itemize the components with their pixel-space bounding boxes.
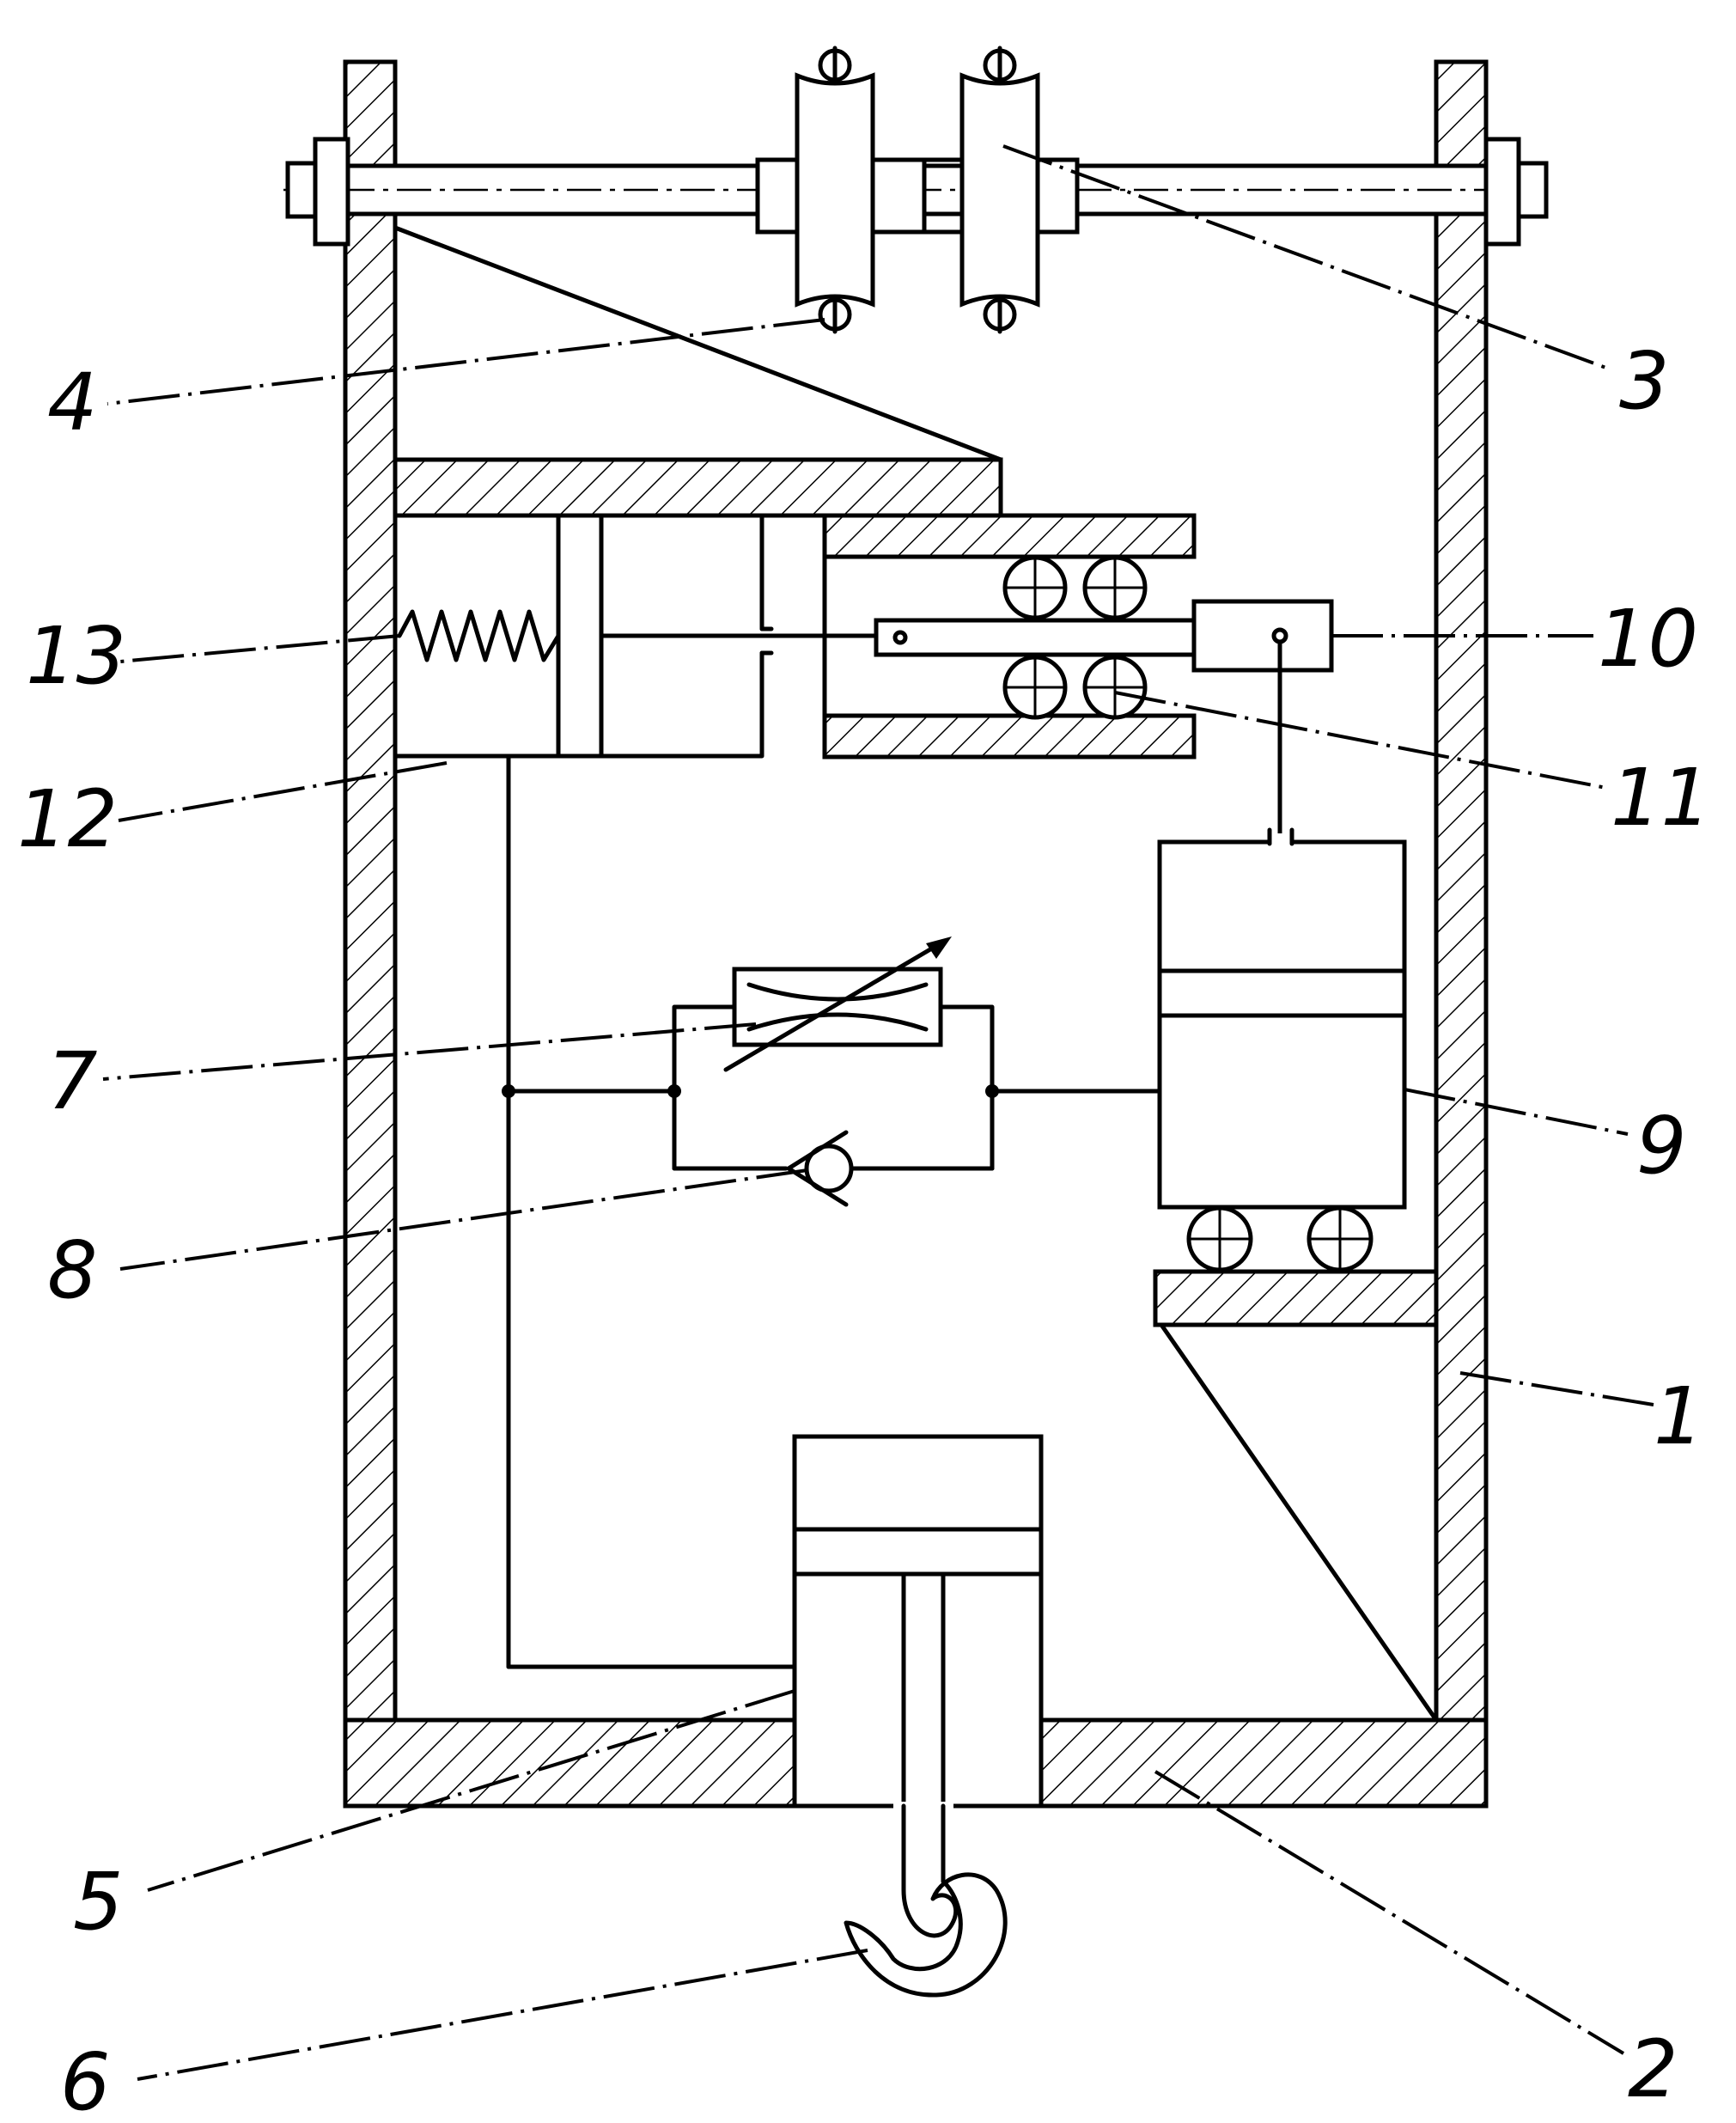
hub-left xyxy=(758,160,797,232)
label-10: 10 xyxy=(1598,593,1698,685)
upper-brace xyxy=(395,228,1001,460)
slider-10-extension xyxy=(1194,601,1331,670)
slider-pin xyxy=(895,632,905,643)
left-washer xyxy=(288,163,315,217)
cable-top-left xyxy=(820,48,850,82)
check-valve-8 xyxy=(789,1132,851,1205)
guide-housing-top xyxy=(825,515,1194,557)
leader-8 xyxy=(120,1170,807,1269)
guide-housing-bottom xyxy=(825,716,1194,757)
right-nut xyxy=(1486,139,1519,244)
leader-1 xyxy=(1460,1373,1654,1405)
axle-assembly xyxy=(283,48,1546,332)
leader-6 xyxy=(137,1950,868,2079)
label-13: 13 xyxy=(26,610,126,702)
base-plate-right xyxy=(1041,1720,1486,1806)
right-wall xyxy=(1436,62,1486,1720)
leader-2 xyxy=(1155,1772,1623,2053)
label-3: 3 xyxy=(1619,335,1670,427)
cylinder-9 xyxy=(1160,842,1404,1207)
cylinder-9-cap-gap xyxy=(1270,833,1292,851)
label-5: 5 xyxy=(73,1856,124,1948)
label-9: 9 xyxy=(1636,1100,1687,1192)
cylinder-9-wheels xyxy=(1189,1208,1371,1270)
lower-brace-diagonal xyxy=(1161,1325,1436,1720)
throttle-7 xyxy=(726,936,952,1070)
roller-right xyxy=(962,76,1038,304)
left-wall xyxy=(345,62,395,1720)
piston-9 xyxy=(1160,971,1404,1016)
leader-4 xyxy=(107,320,825,404)
cable-bottom-right xyxy=(985,297,1014,332)
hub-mid xyxy=(873,160,924,232)
horizontal-cylinder xyxy=(395,515,893,756)
label-1: 1 xyxy=(1654,1370,1704,1462)
label-8: 8 xyxy=(47,1224,98,1316)
label-4: 4 xyxy=(47,357,98,448)
lift-cylinder xyxy=(795,1437,1041,1995)
label-6: 6 xyxy=(60,2036,111,2123)
piston-5 xyxy=(795,1529,1041,1574)
roller-left xyxy=(797,76,873,304)
piston-12 xyxy=(558,515,601,756)
right-washer xyxy=(1519,163,1546,217)
cable-bottom-left xyxy=(820,297,850,332)
spring-13 xyxy=(399,612,558,660)
label-12: 12 xyxy=(17,773,118,865)
upper-shelf xyxy=(395,460,1001,515)
label-2: 2 xyxy=(1628,2023,1678,2115)
slider-10 xyxy=(876,620,1194,655)
left-nut xyxy=(315,139,348,244)
leader-12 xyxy=(119,763,447,821)
label-11: 11 xyxy=(1611,752,1711,844)
label-7: 7 xyxy=(47,1035,98,1127)
vertical-cylinder xyxy=(1160,830,1404,1270)
cable-top-right xyxy=(985,48,1014,82)
base-plate-left xyxy=(345,1720,795,1806)
lower-shelf xyxy=(1155,1272,1436,1325)
cylinder-5 xyxy=(795,1437,1041,1806)
leader-7 xyxy=(103,1024,756,1079)
hook-6 xyxy=(846,1806,1005,1995)
